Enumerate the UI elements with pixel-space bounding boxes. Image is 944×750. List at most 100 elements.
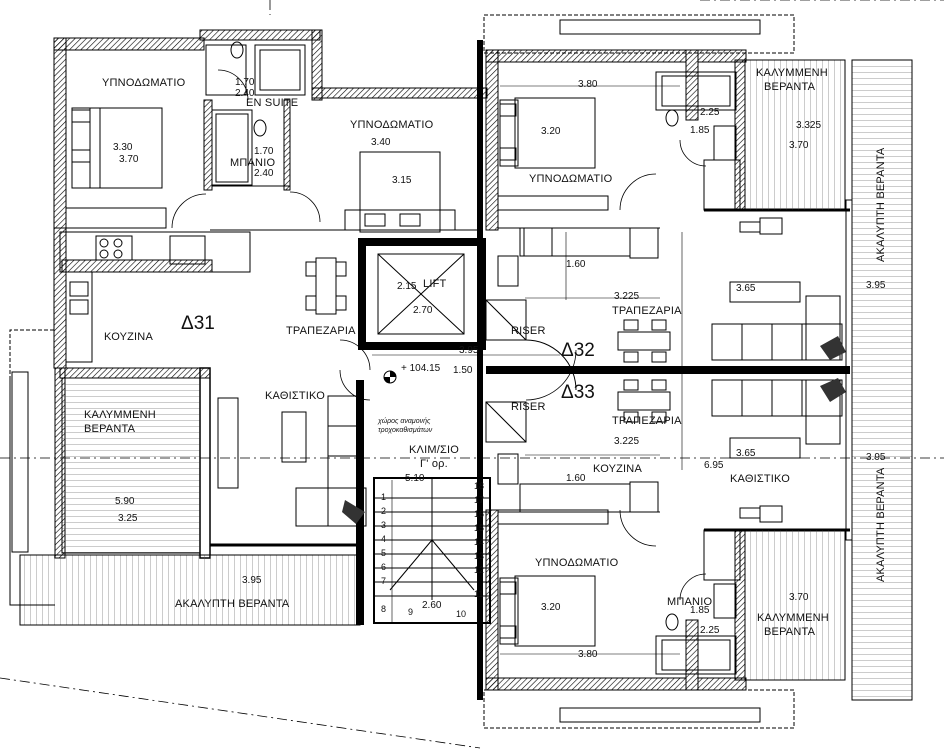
dim-label: 3.20 [541, 602, 561, 613]
dim-label: 3.15 [392, 175, 412, 186]
kitchen-d31 [65, 235, 206, 363]
room-label-living-d33: ΚΑΘΙΣΤΙΚΟ [730, 473, 790, 485]
dining-table-d32 [617, 319, 671, 363]
level-value: + 104.15 [401, 363, 441, 374]
room-label-open-veranda-right-bottom: ΑΚΑΛΥΠΤΗ ΒΕΡΑΝΤΑ [875, 467, 887, 582]
sofa-d32 [711, 281, 846, 361]
stair-step-number: 18 [474, 481, 485, 491]
dim-label: 1.60 [566, 259, 586, 270]
room-label-covered-veranda-d33-1: ΚΑΛΥΜΜΕΝΗ [757, 612, 829, 624]
stair-step-number: 17 [474, 495, 485, 505]
room-label-open-veranda-right-top: ΑΚΑΛΥΠΤΗ ΒΕΡΑΝΤΑ [875, 147, 887, 262]
room-label-covered-veranda-d31-1: ΚΑΛΥΜΜΕΝΗ [84, 409, 156, 421]
sofa-d31 [217, 395, 367, 527]
dim-label: 5.10 [405, 473, 425, 484]
stair-step-number: 12 [474, 565, 485, 575]
unit-label-d31: Δ31 [181, 313, 215, 334]
unit-label-d32: Δ32 [561, 340, 595, 361]
stair-step-number: 6 [381, 562, 387, 572]
dim-label: 2.25 [700, 625, 720, 636]
veranda-right [483, 14, 913, 729]
dim-label: 3.65 [736, 448, 756, 459]
bed-d31-2 [344, 151, 456, 233]
dim-label: 3.40 [371, 137, 391, 148]
dim-label: 2.25 [700, 107, 720, 118]
dim-label: 3.95 [242, 575, 262, 586]
room-label-bedroom-d31: ΥΠΝΟΔΩΜΑΤΙΟ [102, 77, 186, 89]
stair-step-number: 10 [456, 609, 467, 619]
stair-step-number: 9 [408, 607, 414, 617]
room-label-bathroom-d31: ΜΠΑΝΙΟ [230, 157, 276, 169]
dim-label: 1.70 [254, 146, 274, 157]
wheelchair-area-label-1: χώρος αναμονής [378, 418, 431, 425]
room-label-bedroom-d31-2: ΥΠΝΟΔΩΜΑΤΙΟ [350, 119, 434, 131]
room-label-dining-d31: ΤΡΑΠΕΖΑΡΙΑ [286, 325, 356, 337]
dim-label: 3.95 [866, 280, 886, 291]
dim-label: 1.60 [566, 473, 586, 484]
dim-label: 3.80 [578, 649, 598, 660]
dim-label: 2.70 [413, 305, 433, 316]
room-label-bedroom-d32: ΥΠΝΟΔΩΜΑΤΙΟ [529, 173, 613, 185]
dim-label: 6.95 [704, 460, 724, 471]
dim-label: 2.60 [422, 600, 442, 611]
veranda-d31 [9, 329, 361, 626]
bed-d31 [71, 107, 163, 189]
doors-right [525, 139, 707, 601]
bed-d33 [499, 575, 596, 647]
room-label-covered-veranda-d33-2: ΒΕΡΑΝΤΑ [764, 626, 816, 638]
stair-step-number: 7 [381, 576, 387, 586]
dim-label: 3.30 [113, 142, 133, 153]
dim-label: 2.40 [235, 88, 255, 99]
stair-step-number: 13 [474, 551, 485, 561]
room-label-dining-d32: ΤΡΑΠΕΖΑΡΙΑ [612, 305, 682, 317]
room-label-covered-veranda-d32-1: ΚΑΛΥΜΜΕΝΗ [756, 67, 828, 79]
stair-step-number: 1 [381, 492, 387, 502]
dim-label: 3.80 [578, 79, 598, 90]
bed-d32 [499, 97, 596, 169]
room-label-dining-d33: ΤΡΑΠΕΖΑΡΙΑ [612, 415, 682, 427]
sofa-d33 [711, 378, 846, 459]
dim-label: 3.225 [614, 436, 640, 447]
dim-label: 3.95 [866, 452, 886, 463]
stair-step-number: 15 [474, 523, 485, 533]
room-label-stair-floor: Γ' ορ. [420, 458, 448, 470]
room-label-covered-veranda-d32-2: ΒΕΡΑΝΤΑ [764, 81, 816, 93]
unit-d31-walls [53, 29, 488, 700]
room-label-living-d31: ΚΑΘΙΣΤΙΚΟ [265, 390, 325, 402]
room-label-bathroom-d33: ΜΠΑΝΙΟ [667, 596, 713, 608]
stair-step-number: 2 [381, 506, 387, 516]
dim-label: 2.15 [397, 281, 417, 292]
room-label-riser-1: RISER [511, 325, 546, 337]
stair-core [373, 477, 491, 624]
room-label-kitchen-d31: ΚΟΥΖΙΝΑ [104, 331, 153, 343]
room-label-stair: ΚΛΙΜ/ΣΙΟ [409, 444, 459, 456]
unit-label-d33: Δ33 [561, 382, 595, 403]
room-label-en-suite: EN SUITE [246, 97, 299, 109]
room-label-kitchen-d33: ΚΟΥΖΙΝΑ [593, 463, 642, 475]
stair-step-number: 11 [474, 589, 484, 599]
stair-step-number: 14 [474, 537, 485, 547]
dim-label: 1.85 [690, 605, 710, 616]
dim-label: 2.40 [254, 168, 274, 179]
dim-label: 3.225 [614, 291, 640, 302]
dim-label: 3.20 [541, 126, 561, 137]
dim-label: 1.70 [235, 77, 255, 88]
wheelchair-area-label-2: τροχοκαθισμάτων [378, 427, 433, 434]
level-marker [383, 370, 397, 384]
room-label-bedroom-d33: ΥΠΝΟΔΩΜΑΤΙΟ [535, 557, 619, 569]
stair-step-number: 8 [381, 604, 387, 614]
dim-label: 3.325 [796, 120, 822, 131]
room-label-covered-veranda-d31-2: ΒΕΡΑΝΤΑ [84, 423, 136, 435]
dim-label: 3.65 [736, 283, 756, 294]
stair-step-number: 4 [381, 534, 387, 544]
stair-step-number: 3 [381, 520, 387, 530]
dim-label: 3.70 [789, 140, 809, 151]
lift-core [358, 238, 577, 443]
room-label-riser-2: RISER [511, 401, 546, 413]
dim-label: 5.90 [115, 496, 135, 507]
dimension-lines [372, 85, 683, 655]
dim-label: 3.70 [119, 154, 139, 165]
stair-step-number: 16 [474, 509, 485, 519]
dim-label: 3.25 [118, 513, 138, 524]
